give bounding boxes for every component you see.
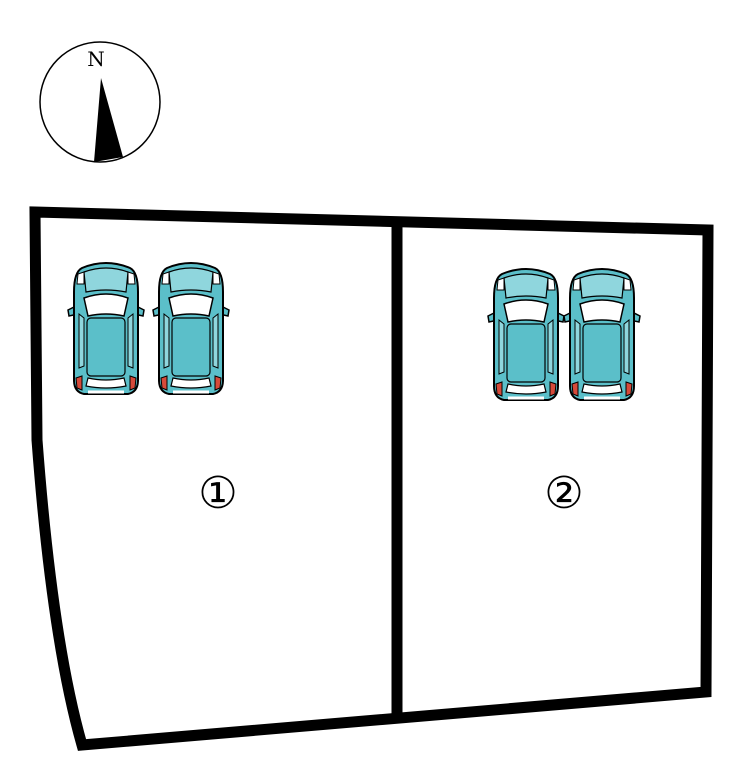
car-lot1-a: [66, 261, 146, 396]
car-lot2-b: [562, 267, 642, 402]
lot-2-label: ②: [544, 468, 583, 519]
car-lot2-a: [486, 267, 566, 402]
compass-north-label: N: [87, 47, 105, 71]
lot-boundaries: [29, 206, 714, 751]
compass: N: [39, 41, 161, 163]
site-outline: [29, 206, 714, 751]
lot-2: ②: [486, 267, 642, 519]
lot-1-label: ①: [198, 468, 237, 519]
lot-1: ①: [66, 261, 238, 519]
car-lot1-b: [151, 261, 231, 396]
north-arrow-icon: [94, 78, 123, 162]
